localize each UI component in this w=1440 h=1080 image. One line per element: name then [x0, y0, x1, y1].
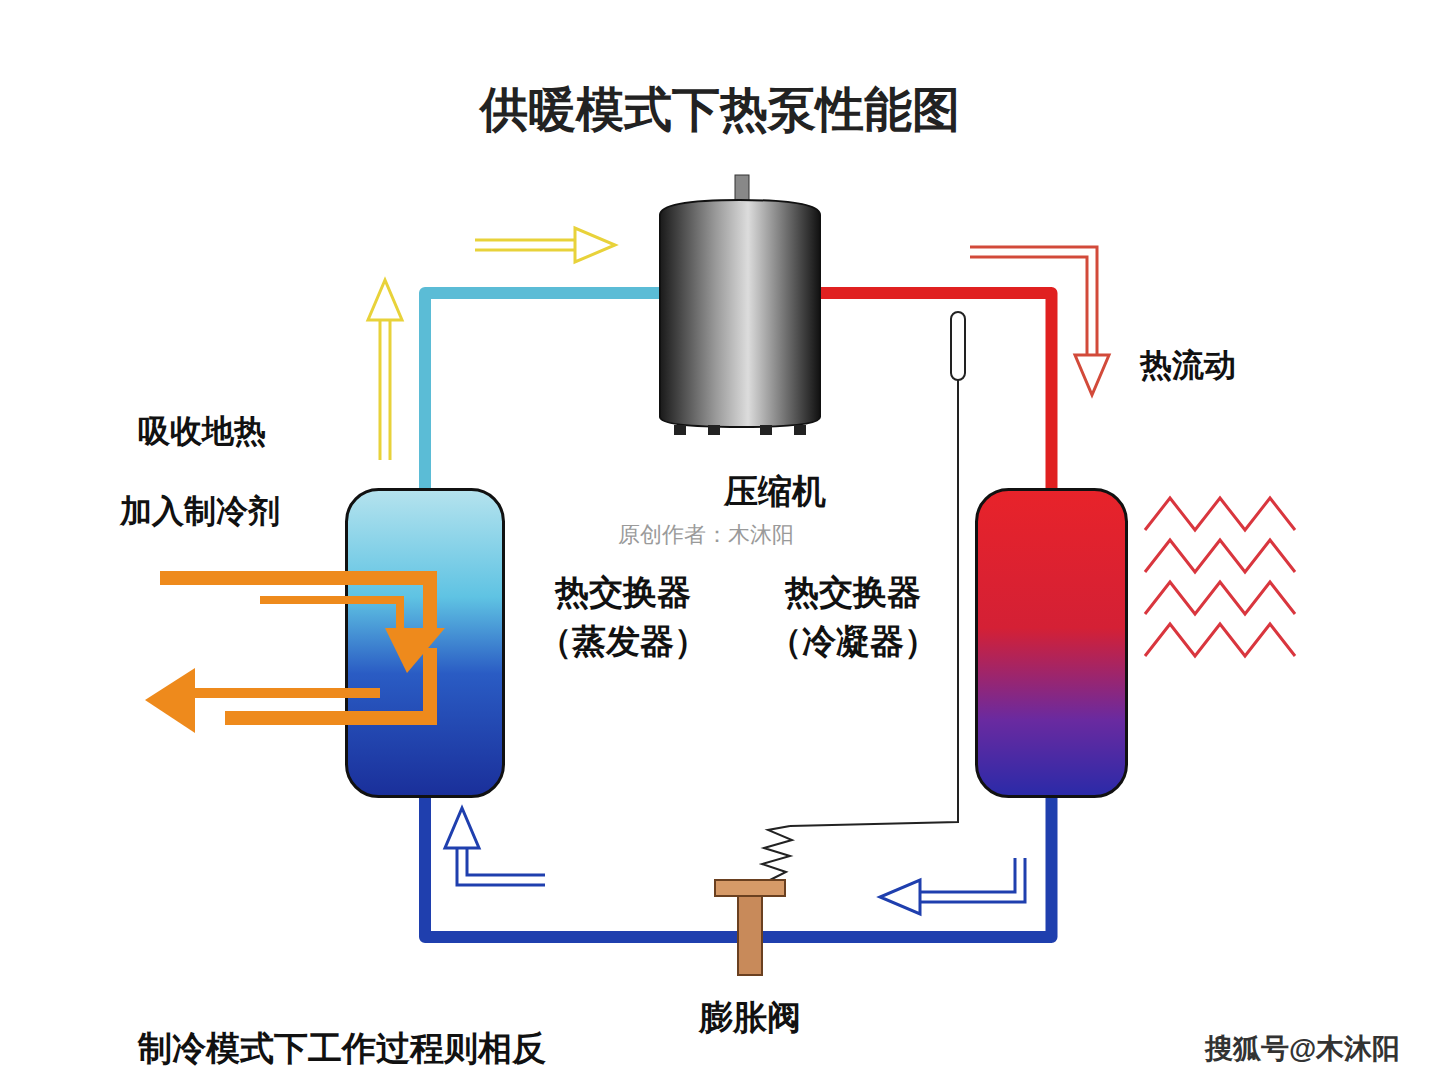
valve-spring — [762, 826, 792, 880]
direction-arrow — [920, 858, 1020, 897]
foot — [760, 425, 772, 435]
outflow-arrow-head — [145, 668, 195, 733]
expansion-valve: 膨胀阀 — [715, 880, 785, 975]
inflow-arrow — [260, 600, 400, 638]
direction-arrow — [462, 848, 545, 880]
foot — [794, 425, 806, 435]
valve-cap — [715, 880, 785, 896]
direction-arrow — [462, 848, 545, 880]
direction-arrow — [475, 242, 575, 249]
outflow-arrow — [190, 688, 380, 698]
refrigerant-pipe — [785, 798, 1052, 937]
condenser-tank-shape — [975, 488, 1128, 798]
direction-arrow-head — [445, 808, 479, 848]
direction-arrow — [382, 320, 389, 460]
label: 加入制冷剂 — [120, 490, 280, 534]
node-label: 热交换器 （冷凝器） — [753, 568, 953, 667]
direction-arrow-head — [880, 880, 920, 914]
direction-arrow-head — [575, 228, 615, 262]
heat-wave — [1145, 582, 1295, 614]
heat-wave — [1145, 540, 1295, 572]
title: 供暖模式下热泵性能图 — [0, 78, 1440, 142]
tank — [347, 490, 504, 797]
label: 热流动 — [1140, 344, 1236, 388]
foot — [708, 425, 720, 435]
direction-arrow-head — [1075, 355, 1109, 395]
label: 制冷模式下工作过程则相反 — [138, 1026, 546, 1072]
direction-arrow — [920, 858, 1020, 897]
heat-wave — [1145, 498, 1295, 530]
sensor-bulb — [951, 312, 965, 380]
tank — [977, 490, 1127, 797]
node-label: 膨胀阀 — [699, 993, 801, 1042]
label: 搜狐号@木沐阳 — [1205, 1030, 1400, 1068]
heat-wave — [1145, 624, 1295, 656]
node-label: 热交换器 （蒸发器） — [523, 568, 723, 667]
direction-arrow — [475, 239, 575, 252]
foot — [674, 425, 686, 435]
refrigerant-pipe — [425, 293, 660, 488]
refrigerant-pipe — [425, 798, 715, 937]
direction-arrow — [970, 252, 1092, 355]
evaporator-tank-shape — [345, 488, 505, 798]
compressor-body — [660, 200, 820, 427]
direction-arrow — [379, 320, 392, 460]
direction-arrow-head — [368, 280, 402, 320]
outflow-arrow — [225, 648, 430, 718]
expansion-valve-shape — [715, 880, 785, 975]
compressor: 压缩机 — [660, 195, 820, 435]
label: 原创作者：木沐阳 — [618, 520, 794, 550]
valve-stem — [738, 895, 762, 975]
condenser-tank: 热交换器 （冷凝器） — [975, 488, 1128, 798]
evaporator-tank: 热交换器 （蒸发器） — [345, 488, 505, 798]
compressor-shape — [660, 195, 820, 435]
node-label: 压缩机 — [724, 467, 826, 516]
refrigerant-pipe — [820, 293, 1052, 488]
label: 吸收地热 — [138, 410, 266, 454]
shaft — [735, 175, 749, 203]
direction-arrow — [970, 252, 1092, 355]
